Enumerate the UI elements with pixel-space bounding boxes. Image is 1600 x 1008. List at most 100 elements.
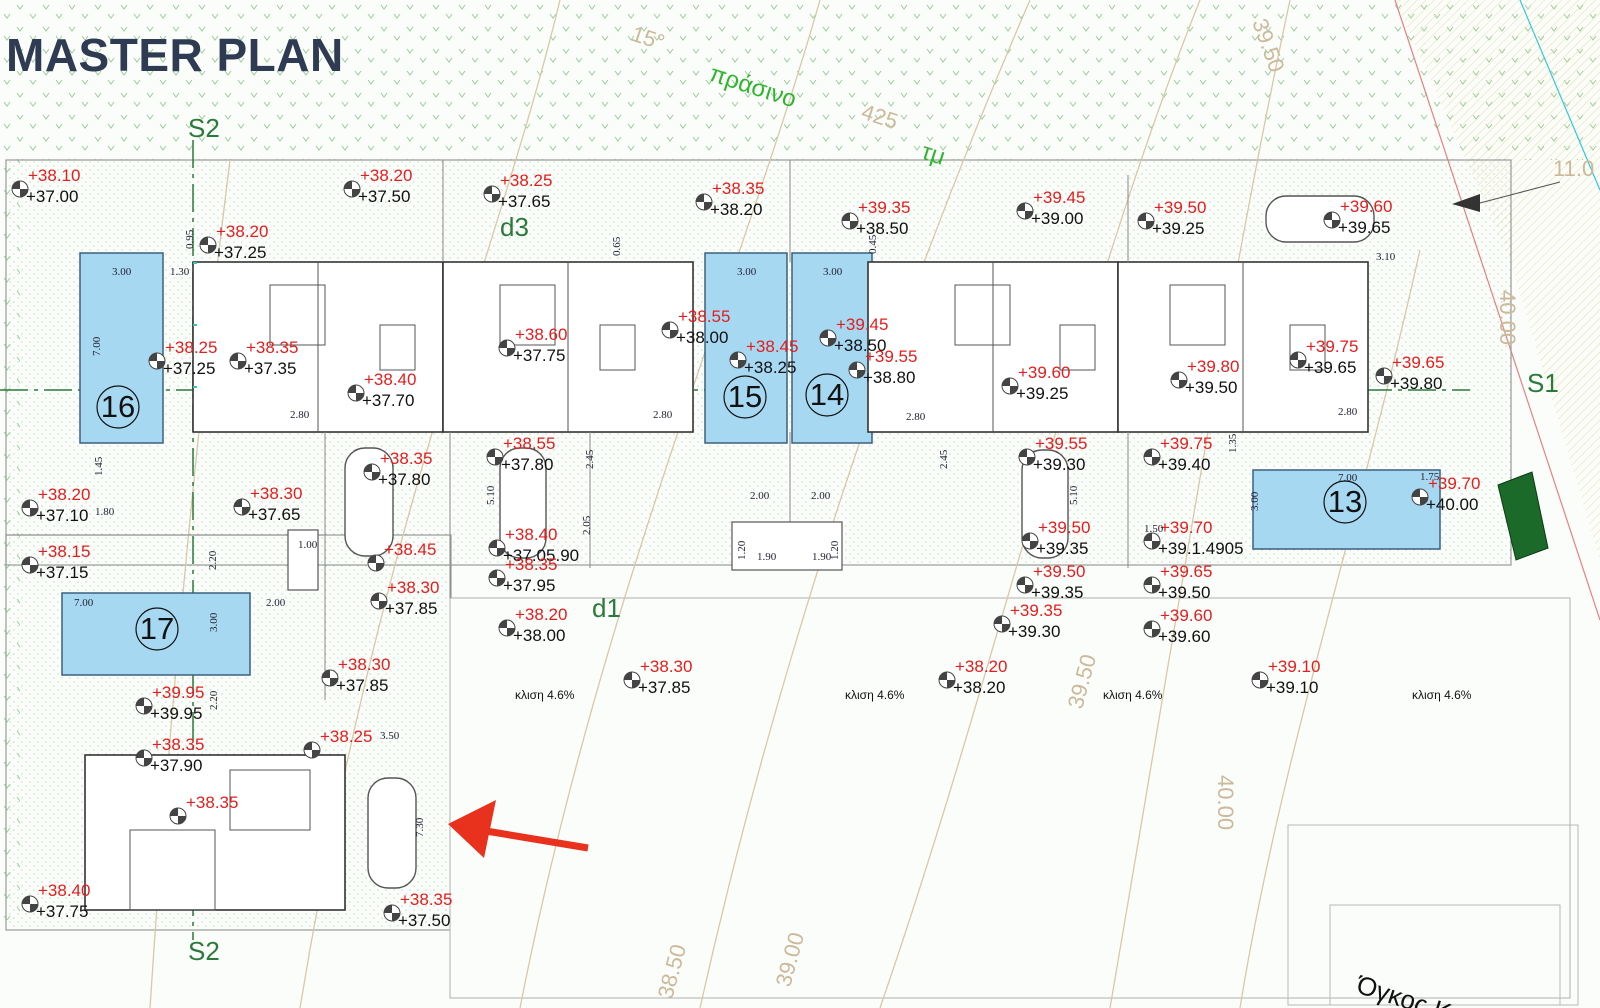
- section-label: S2: [188, 113, 220, 143]
- north-arrow: [1452, 194, 1480, 212]
- dimension-label: 3.00: [208, 612, 220, 632]
- level-marker-icon: [321, 669, 339, 687]
- slope-label: κλιση 4.6%: [845, 688, 905, 702]
- level-black-value: +37.65: [248, 505, 300, 524]
- level-red-value: +39.50: [1154, 198, 1206, 217]
- level-red-value: +38.35: [400, 890, 452, 909]
- level-marker-icon: [1016, 202, 1034, 220]
- pools: [61, 252, 1441, 676]
- dimension-label: 1.20: [736, 540, 748, 560]
- contour-level-label: 40.00: [1213, 775, 1238, 830]
- dimension-label: 2.00: [266, 597, 286, 609]
- edge-dimension-label: 11.0: [1553, 156, 1594, 181]
- dimension-label: 1.20: [829, 540, 841, 560]
- section-label: S2: [188, 936, 220, 966]
- level-marker-icon: [1001, 377, 1019, 395]
- level-red-value: +39.10: [1268, 657, 1320, 676]
- dimension-label: 1.90: [812, 551, 832, 563]
- dimension-label: 2.00: [750, 490, 770, 502]
- level-marker-icon: [1170, 371, 1188, 389]
- level-red-value: +39.70: [1428, 474, 1480, 493]
- level-marker-icon: [347, 384, 365, 402]
- level-black-value: +39.65: [1338, 218, 1390, 237]
- level-black-value: +38.20: [710, 200, 762, 219]
- level-red-value: +38.45: [746, 337, 798, 356]
- house-interior-walls: [129, 262, 1326, 911]
- level-red-value: +38.55: [503, 434, 555, 453]
- level-red-value: +38.40: [505, 525, 557, 544]
- dimension-label: 2.45: [584, 449, 596, 469]
- level-black-value: +37.80: [378, 470, 430, 489]
- unit-number: 15: [728, 379, 762, 414]
- level-marker-icon: [483, 185, 501, 203]
- level-black-value: +37.15: [36, 563, 88, 582]
- level-red-value: +38.30: [250, 484, 302, 503]
- dimension-label: 2.05: [581, 515, 593, 535]
- level-black-value: +37.85: [336, 676, 388, 695]
- level-red-value: +38.25: [320, 727, 372, 746]
- level-marker-icon: [498, 619, 516, 637]
- level-black-value: +37.25: [214, 243, 266, 262]
- level-marker-icon: [1018, 448, 1036, 466]
- slope-label: κλιση 4.6%: [515, 688, 575, 702]
- level-black-value: +37.95: [503, 576, 555, 595]
- level-marker-icon: [1251, 671, 1269, 689]
- level-marker-icon: [383, 904, 401, 922]
- courtyard-walls: [6, 160, 1129, 700]
- page-title: MASTER PLAN: [6, 29, 344, 81]
- level-red-value: +38.35: [380, 449, 432, 468]
- level-black-value: +37.35: [244, 359, 296, 378]
- level-black-value: +37.85: [385, 599, 437, 618]
- level-red-value: +38.40: [364, 370, 416, 389]
- level-red-value: +39.80: [1187, 357, 1239, 376]
- level-marker-icon: [993, 615, 1011, 633]
- level-black-value: +37.85: [638, 678, 690, 697]
- level-black-value: +38.00: [676, 328, 728, 347]
- level-marker-icon: [135, 749, 153, 767]
- level-black-value: +37.75: [513, 346, 565, 365]
- level-black-value: +39.50: [1185, 378, 1237, 397]
- level-red-value: +38.20: [216, 222, 268, 241]
- level-marker-icon: [21, 895, 39, 913]
- dimension-label: 1.30: [170, 266, 190, 278]
- dimension-label: 2.80: [1338, 406, 1358, 418]
- level-black-value: +38.50: [834, 336, 886, 355]
- level-black-value: +39.1.4905: [1158, 539, 1244, 558]
- level-black-value: +37.05.90: [503, 546, 579, 565]
- level-red-value: +38.30: [640, 657, 692, 676]
- contour-level-label: 40.00: [1495, 290, 1520, 345]
- level-black-value: +39.40: [1158, 455, 1210, 474]
- dimension-label: 2.80: [906, 411, 926, 423]
- dimension-label: 1.90: [757, 551, 777, 563]
- level-red-value: +38.25: [500, 171, 552, 190]
- level-marker-icon: [1143, 576, 1161, 594]
- slope-label: κλιση 4.6%: [1103, 688, 1163, 702]
- level-red-value: +38.15: [38, 542, 90, 561]
- dimension-label: 1.80: [95, 506, 115, 518]
- level-marker-icon: [841, 212, 859, 230]
- level-red-value: +38.35: [712, 179, 764, 198]
- level-black-value: +39.30: [1008, 622, 1060, 641]
- level-black-value: +37.90: [150, 756, 202, 775]
- level-marker-icon: [938, 671, 956, 689]
- level-marker-icon: [1143, 448, 1161, 466]
- dimension-label: 3.10: [1376, 251, 1396, 263]
- level-black-value: +39.10: [1266, 678, 1318, 697]
- green-zone-top: [0, 0, 1600, 160]
- level-black-value: +39.35: [1036, 539, 1088, 558]
- level-black-value: +39.30: [1033, 455, 1085, 474]
- level-black-value: +38.25: [744, 358, 796, 377]
- level-marker-icon: [363, 463, 381, 481]
- level-red-value: +39.60: [1160, 606, 1212, 625]
- dimension-label: 3.00: [112, 266, 132, 278]
- level-marker-icon: [1143, 620, 1161, 638]
- level-black-value: +37.50: [358, 187, 410, 206]
- level-black-value: +40.00: [1426, 495, 1478, 514]
- level-marker-icon: [488, 539, 506, 557]
- level-black-value: +39.60: [1158, 627, 1210, 646]
- level-black-value: +37.00: [26, 187, 78, 206]
- level-red-value: +39.50: [1038, 518, 1090, 537]
- level-black-value: +39.35: [1031, 583, 1083, 602]
- unit-number-circle: [135, 607, 179, 651]
- dimension-label: 3.00: [823, 266, 843, 278]
